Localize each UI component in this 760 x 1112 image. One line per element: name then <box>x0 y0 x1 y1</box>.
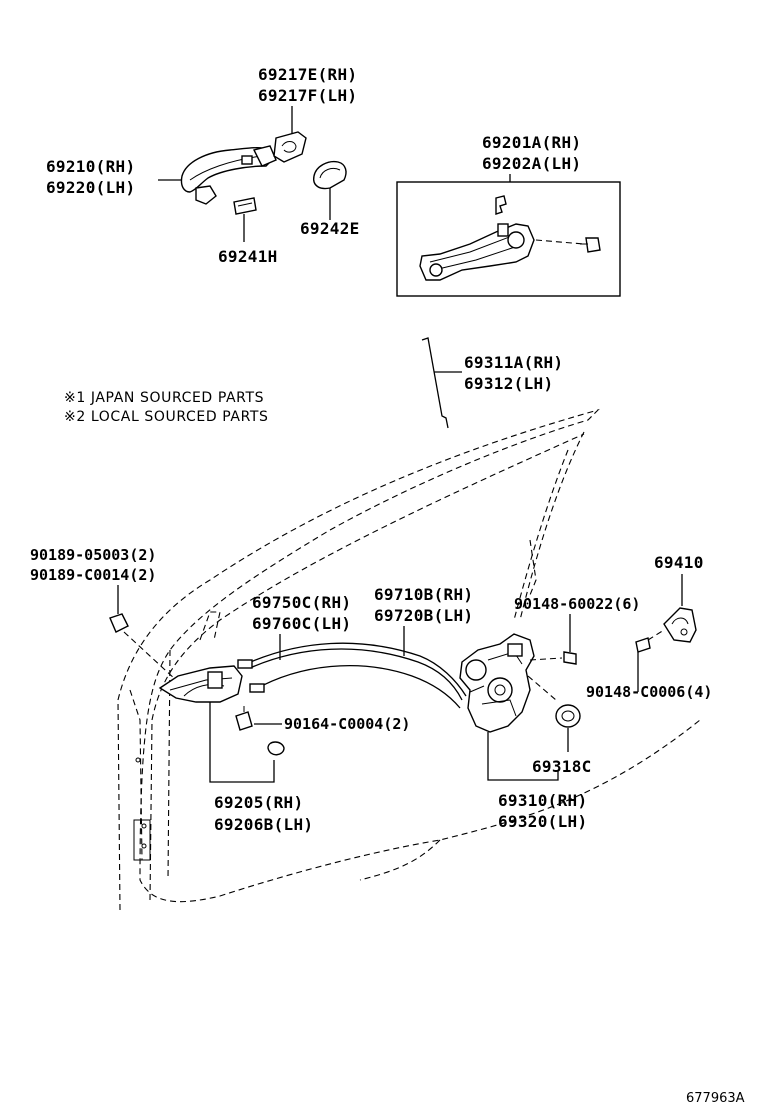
label-rod-lh: 69312(LH) <box>464 374 553 393</box>
label-handle-pad-e: 69242E <box>300 219 360 238</box>
cables-group: 69750C(RH) 69760C(LH) 69710B(RH) 69720B(… <box>237 585 473 709</box>
inner-handle-part <box>158 665 243 703</box>
handle-pad-h-part <box>233 197 257 215</box>
leader-inner-handle <box>209 702 275 783</box>
outer-handle-group: 69217E(RH) 69217F(LH) 69210(RH) 69220(LH… <box>46 65 360 266</box>
handle-cover-part <box>273 131 307 163</box>
screw-90189-part <box>109 613 129 633</box>
screw-60022-part <box>563 651 577 665</box>
label-cable-720-lh: 69720B(LH) <box>374 606 473 625</box>
figure-id: 677963A <box>686 1091 745 1106</box>
inner-handle-cap-part <box>267 741 285 756</box>
frame-box <box>396 181 621 297</box>
label-cable-710-rh: 69710B(RH) <box>374 585 473 604</box>
handle-pad-e-part <box>313 160 347 190</box>
cable-710-part <box>245 642 467 697</box>
frame-part <box>419 195 601 281</box>
label-outer-handle-rh: 69210(RH) <box>46 157 135 176</box>
label-screw-local: 90189-C0014(2) <box>30 566 156 584</box>
label-inner-handle-rh: 69205(RH) <box>214 793 303 812</box>
door-lock-group: 69310(RH) 69320(LH) 90148-60022(6) 69318… <box>459 595 640 831</box>
label-striker: 69410 <box>654 553 704 572</box>
label-screw-c0004: 90164-C0004(2) <box>284 715 410 733</box>
cable-750-part <box>253 665 461 709</box>
striker-group: 69410 90148-C0006(4) <box>586 553 712 701</box>
inner-handle-group: 69205(RH) 69206B(LH) 90164-C0004(2) <box>158 665 410 834</box>
label-outer-handle-lh: 69220(LH) <box>46 178 135 197</box>
label-inner-handle-lh: 69206B(LH) <box>214 815 313 834</box>
label-screw-60022: 90148-60022(6) <box>514 595 640 613</box>
cover-69318c-part <box>555 704 581 728</box>
label-frame-rh: 69201A(RH) <box>482 133 581 152</box>
door-outline <box>117 408 701 911</box>
screw-c0006-part <box>635 637 651 653</box>
note-japan-sourced: ※1 JAPAN SOURCED PARTS <box>64 390 264 406</box>
label-frame-lh: 69202A(LH) <box>482 154 581 173</box>
label-screw-japan: 90189-05003(2) <box>30 546 156 564</box>
leader-door-lock <box>487 732 559 781</box>
label-rod-rh: 69311A(RH) <box>464 353 563 372</box>
label-cable-760-lh: 69760C(LH) <box>252 614 351 633</box>
rod-part <box>421 337 449 429</box>
label-handle-cover-rh: 69217E(RH) <box>258 65 357 84</box>
rod-group: 69311A(RH) 69312(LH) <box>421 337 563 429</box>
screw-90189-group: 90189-05003(2) 90189-C0014(2) <box>30 546 177 681</box>
outer-handle-part <box>180 145 277 205</box>
label-lock-rh: 69310(RH) <box>498 791 587 810</box>
screw-c0004-part <box>235 711 253 731</box>
label-cable-750-rh: 69750C(RH) <box>252 593 351 612</box>
label-cover-69318c: 69318C <box>532 757 592 776</box>
label-lock-lh: 69320(LH) <box>498 812 587 831</box>
note-local-sourced: ※2 LOCAL SOURCED PARTS <box>64 409 269 425</box>
striker-part <box>663 607 697 643</box>
label-handle-pad-h: 69241H <box>218 247 278 266</box>
label-screw-c0006: 90148-C0006(4) <box>586 683 712 701</box>
door-lock-part <box>459 633 535 733</box>
frame-group: 69201A(RH) 69202A(LH) <box>396 133 621 297</box>
label-handle-cover-lh: 69217F(LH) <box>258 86 357 105</box>
